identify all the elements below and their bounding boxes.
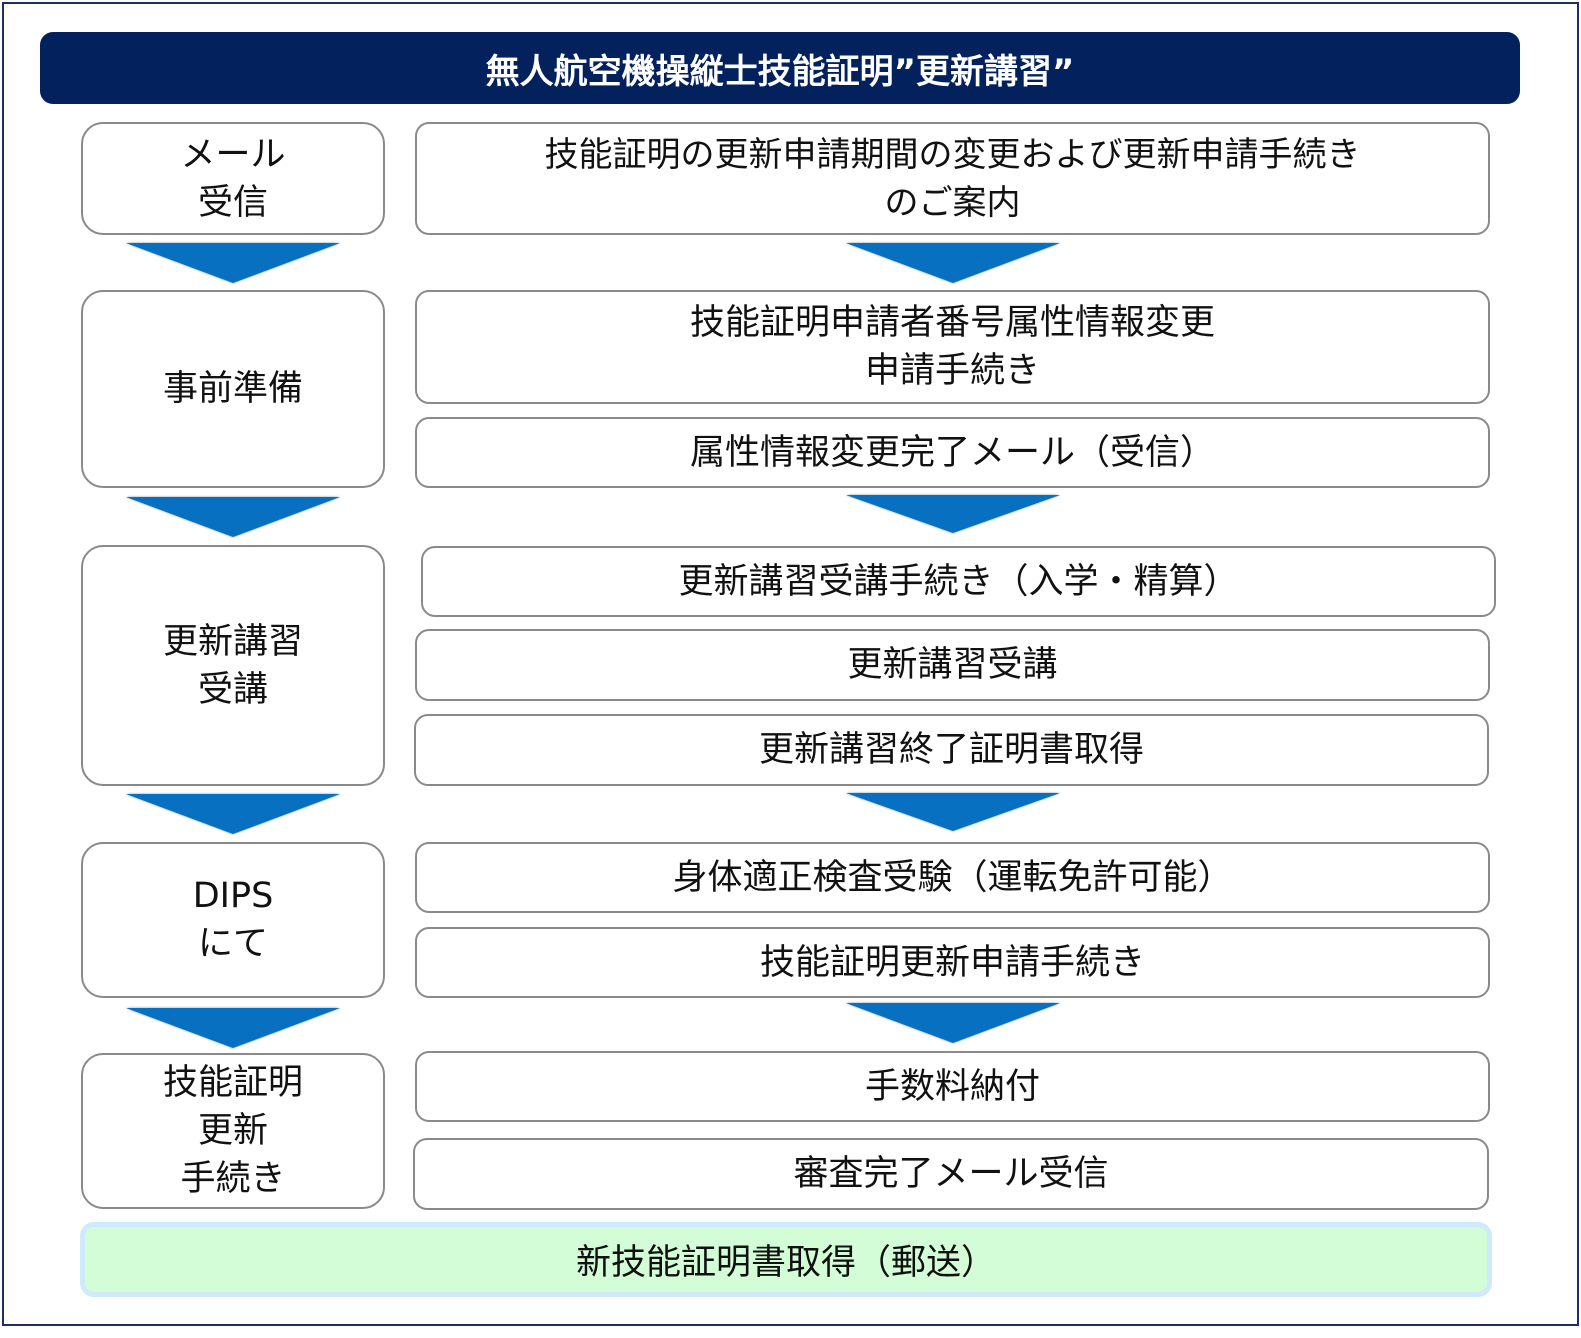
- down-arrow-icon: [846, 495, 1060, 533]
- down-arrow-icon: [126, 794, 340, 834]
- step-course-enrollment: 更新講習受講手続き（入学・精算）: [421, 546, 1496, 617]
- step-physical-exam: 身体適正検査受験（運転免許可能）: [415, 842, 1490, 913]
- down-arrow-icon: [846, 793, 1060, 831]
- down-arrow-icon: [846, 243, 1060, 283]
- stage-mail-receive: メール 受信: [81, 122, 385, 235]
- final-step-new-certificate: 新技能証明書取得（郵送）: [80, 1222, 1492, 1297]
- step-course-attendance: 更新講習受講: [415, 629, 1490, 701]
- stage-preparation: 事前準備: [81, 290, 385, 488]
- step-course-certificate: 更新講習終了証明書取得: [414, 714, 1489, 786]
- step-renewal-application: 技能証明更新申請手続き: [415, 927, 1490, 998]
- diagram-title: 無人航空機操縦士技能証明”更新講習”: [40, 32, 1520, 104]
- step-attribute-change-application: 技能証明申請者番号属性情報変更 申請手続き: [415, 290, 1490, 404]
- down-arrow-icon: [126, 243, 340, 283]
- stage-dips: DIPS にて: [81, 842, 385, 998]
- down-arrow-icon: [846, 1003, 1060, 1043]
- step-renewal-notice: 技能証明の更新申請期間の変更および更新申請手続き のご案内: [415, 122, 1490, 235]
- step-attribute-change-complete-mail: 属性情報変更完了メール（受信）: [415, 417, 1490, 488]
- step-review-complete-mail: 審査完了メール受信: [413, 1138, 1489, 1210]
- stage-renewal-procedure: 技能証明 更新 手続き: [81, 1053, 385, 1209]
- down-arrow-icon: [126, 497, 340, 537]
- step-fee-payment: 手数料納付: [415, 1051, 1490, 1122]
- stage-renewal-course: 更新講習 受講: [81, 545, 385, 786]
- down-arrow-icon: [126, 1008, 340, 1048]
